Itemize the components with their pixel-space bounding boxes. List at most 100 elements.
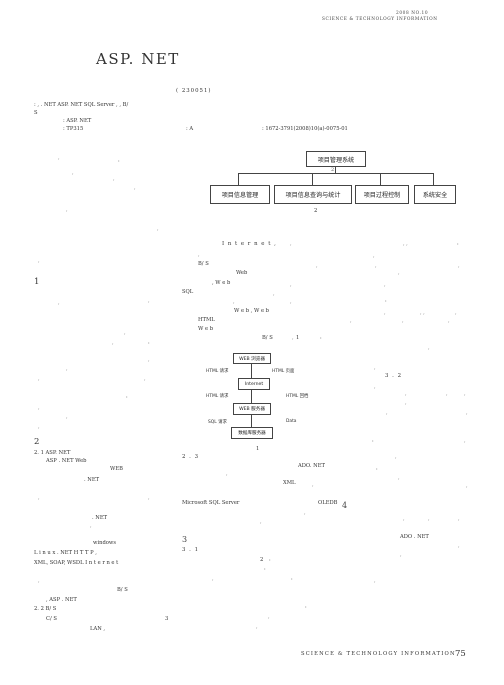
data-label: Data: [286, 419, 297, 424]
text-fragment: ,: [374, 365, 376, 371]
text-fragment: ,: [398, 475, 400, 481]
body-text: XML: [283, 480, 296, 486]
subsection-3-1-heading: 3 . 1: [182, 547, 199, 553]
diagram-child-node: 项目过程控制: [355, 185, 409, 204]
text-fragment: ,: [290, 299, 292, 305]
diagram-child-node: 项目信息查询与统计: [274, 185, 352, 204]
text-fragment: :: [305, 604, 307, 610]
text-fragment: ,: [466, 410, 468, 416]
text-fragment: ,: [304, 510, 306, 516]
journal-header: SCIENCE & TECHNOLOGY INFORMATION: [322, 17, 438, 22]
text-fragment: ,: [148, 298, 150, 304]
diagram-child-node: 系统安全: [414, 185, 456, 204]
text-fragment: ,: [384, 310, 386, 316]
text-fragment: ,: [273, 291, 275, 297]
body-text: , ASP . NET: [46, 597, 77, 603]
body-text: ADO . NET: [400, 534, 429, 540]
sql-request-label: SQL 请求: [208, 420, 227, 425]
connector-line: [433, 173, 434, 185]
text-fragment: ,: [290, 282, 292, 288]
web-server-node: WEB 服务器: [233, 403, 271, 415]
body-text: LAN ,: [90, 626, 106, 632]
page-number: 75: [455, 649, 466, 659]
body-text: XML, SOAP, WSDL I n t e r n e t: [34, 560, 119, 566]
figure-caption: 2: [314, 208, 318, 214]
body-text: , W e b: [212, 280, 231, 286]
body-text: W e b: [198, 326, 214, 332]
article-id: : 1672-3791(2008)10(a)-0075-01: [262, 126, 348, 132]
text-fragment: ,: [386, 410, 388, 416]
text-fragment: ,: [256, 624, 258, 630]
section-1-heading: 1: [34, 277, 40, 287]
text-fragment: ,: [198, 252, 200, 258]
text-fragment: ,: [398, 270, 400, 276]
text-fragment: ,: [90, 523, 92, 529]
text-fragment: :: [291, 576, 293, 582]
text-fragment: :: [148, 340, 150, 346]
html-request-label: HTML 请求: [206, 394, 229, 399]
text-fragment: ,: [448, 318, 450, 324]
keywords: : ASP. NET: [63, 118, 92, 124]
text-fragment: ,: [403, 516, 405, 522]
text-fragment: ,: [268, 614, 270, 620]
text-fragment: ,: [72, 170, 74, 176]
text-fragment: ,: [405, 391, 407, 397]
text-fragment: ,: [148, 495, 150, 501]
body-text: . NET: [84, 477, 100, 483]
text-fragment: ,: [66, 414, 68, 420]
body-text: L i n u x . NET H T T P ,: [34, 550, 97, 556]
text-fragment: ,: [38, 495, 40, 501]
text-fragment: ,: [446, 391, 448, 397]
figure-caption: 1: [256, 446, 260, 452]
connector-line: [251, 363, 252, 378]
text-fragment: ,: [464, 391, 466, 397]
author-affiliation: ( 230051): [176, 88, 212, 94]
text-fragment: ,: [38, 578, 40, 584]
text-fragment: ,: [38, 405, 40, 411]
body-text: Microsoft SQL Server: [182, 500, 240, 506]
text-fragment: ,: [458, 543, 460, 549]
text-fragment: :: [320, 335, 322, 341]
body-text: C/ S: [46, 616, 57, 622]
section-2-heading: 2: [34, 437, 40, 447]
text-fragment: :: [376, 466, 378, 472]
text-fragment: ,: [38, 376, 40, 382]
text-fragment: , ,: [420, 310, 425, 316]
body-text: 1: [296, 335, 300, 341]
text-fragment: ,: [405, 400, 407, 406]
subsection-2-1-heading: 2. 1 ASP. NET: [34, 450, 71, 456]
body-text: I n t e r n e t ,: [222, 241, 277, 247]
text-fragment: :: [372, 438, 374, 444]
section-4-heading: 4: [342, 501, 348, 510]
section-3-2-heading: 3 . 2: [385, 373, 402, 379]
abstract-line: : , . NET ASP. NET SQL Server , , B/: [34, 102, 129, 108]
text-fragment: ,: [226, 471, 228, 477]
text-fragment: ,: [316, 263, 318, 269]
body-text: B/ S: [198, 261, 209, 267]
text-fragment: ,: [428, 345, 430, 351]
text-fragment: ,: [66, 366, 68, 372]
text-fragment: ,: [428, 516, 430, 522]
diagram-child-node: 项目信息管理: [210, 185, 270, 204]
connector-line: [238, 173, 239, 185]
body-text: WEB: [110, 466, 123, 472]
text-fragment: ,: [466, 483, 468, 489]
body-text: B/ S: [262, 335, 273, 341]
classification-number: : TP315: [63, 126, 84, 132]
text-fragment: ,: [374, 578, 376, 584]
diagram-root-node: 项目管理系统: [306, 151, 366, 167]
body-text: HTML: [198, 317, 215, 323]
text-fragment: ,: [458, 516, 460, 522]
connector-line: [312, 173, 313, 185]
abstract-line: S: [34, 110, 38, 116]
text-fragment: ,: [455, 310, 457, 316]
text-fragment: ,: [375, 263, 377, 269]
text-fragment: ,: [157, 226, 159, 232]
text-fragment: ,: [260, 519, 262, 525]
text-fragment: ,: [395, 454, 397, 460]
text-fragment: ,: [144, 376, 146, 382]
text-fragment: ,: [124, 330, 126, 336]
subsection-2-2-heading: 2. 2 B/ S: [34, 606, 57, 612]
text-fragment: ,: [374, 384, 376, 390]
body-text: ADO. NET: [298, 463, 325, 469]
